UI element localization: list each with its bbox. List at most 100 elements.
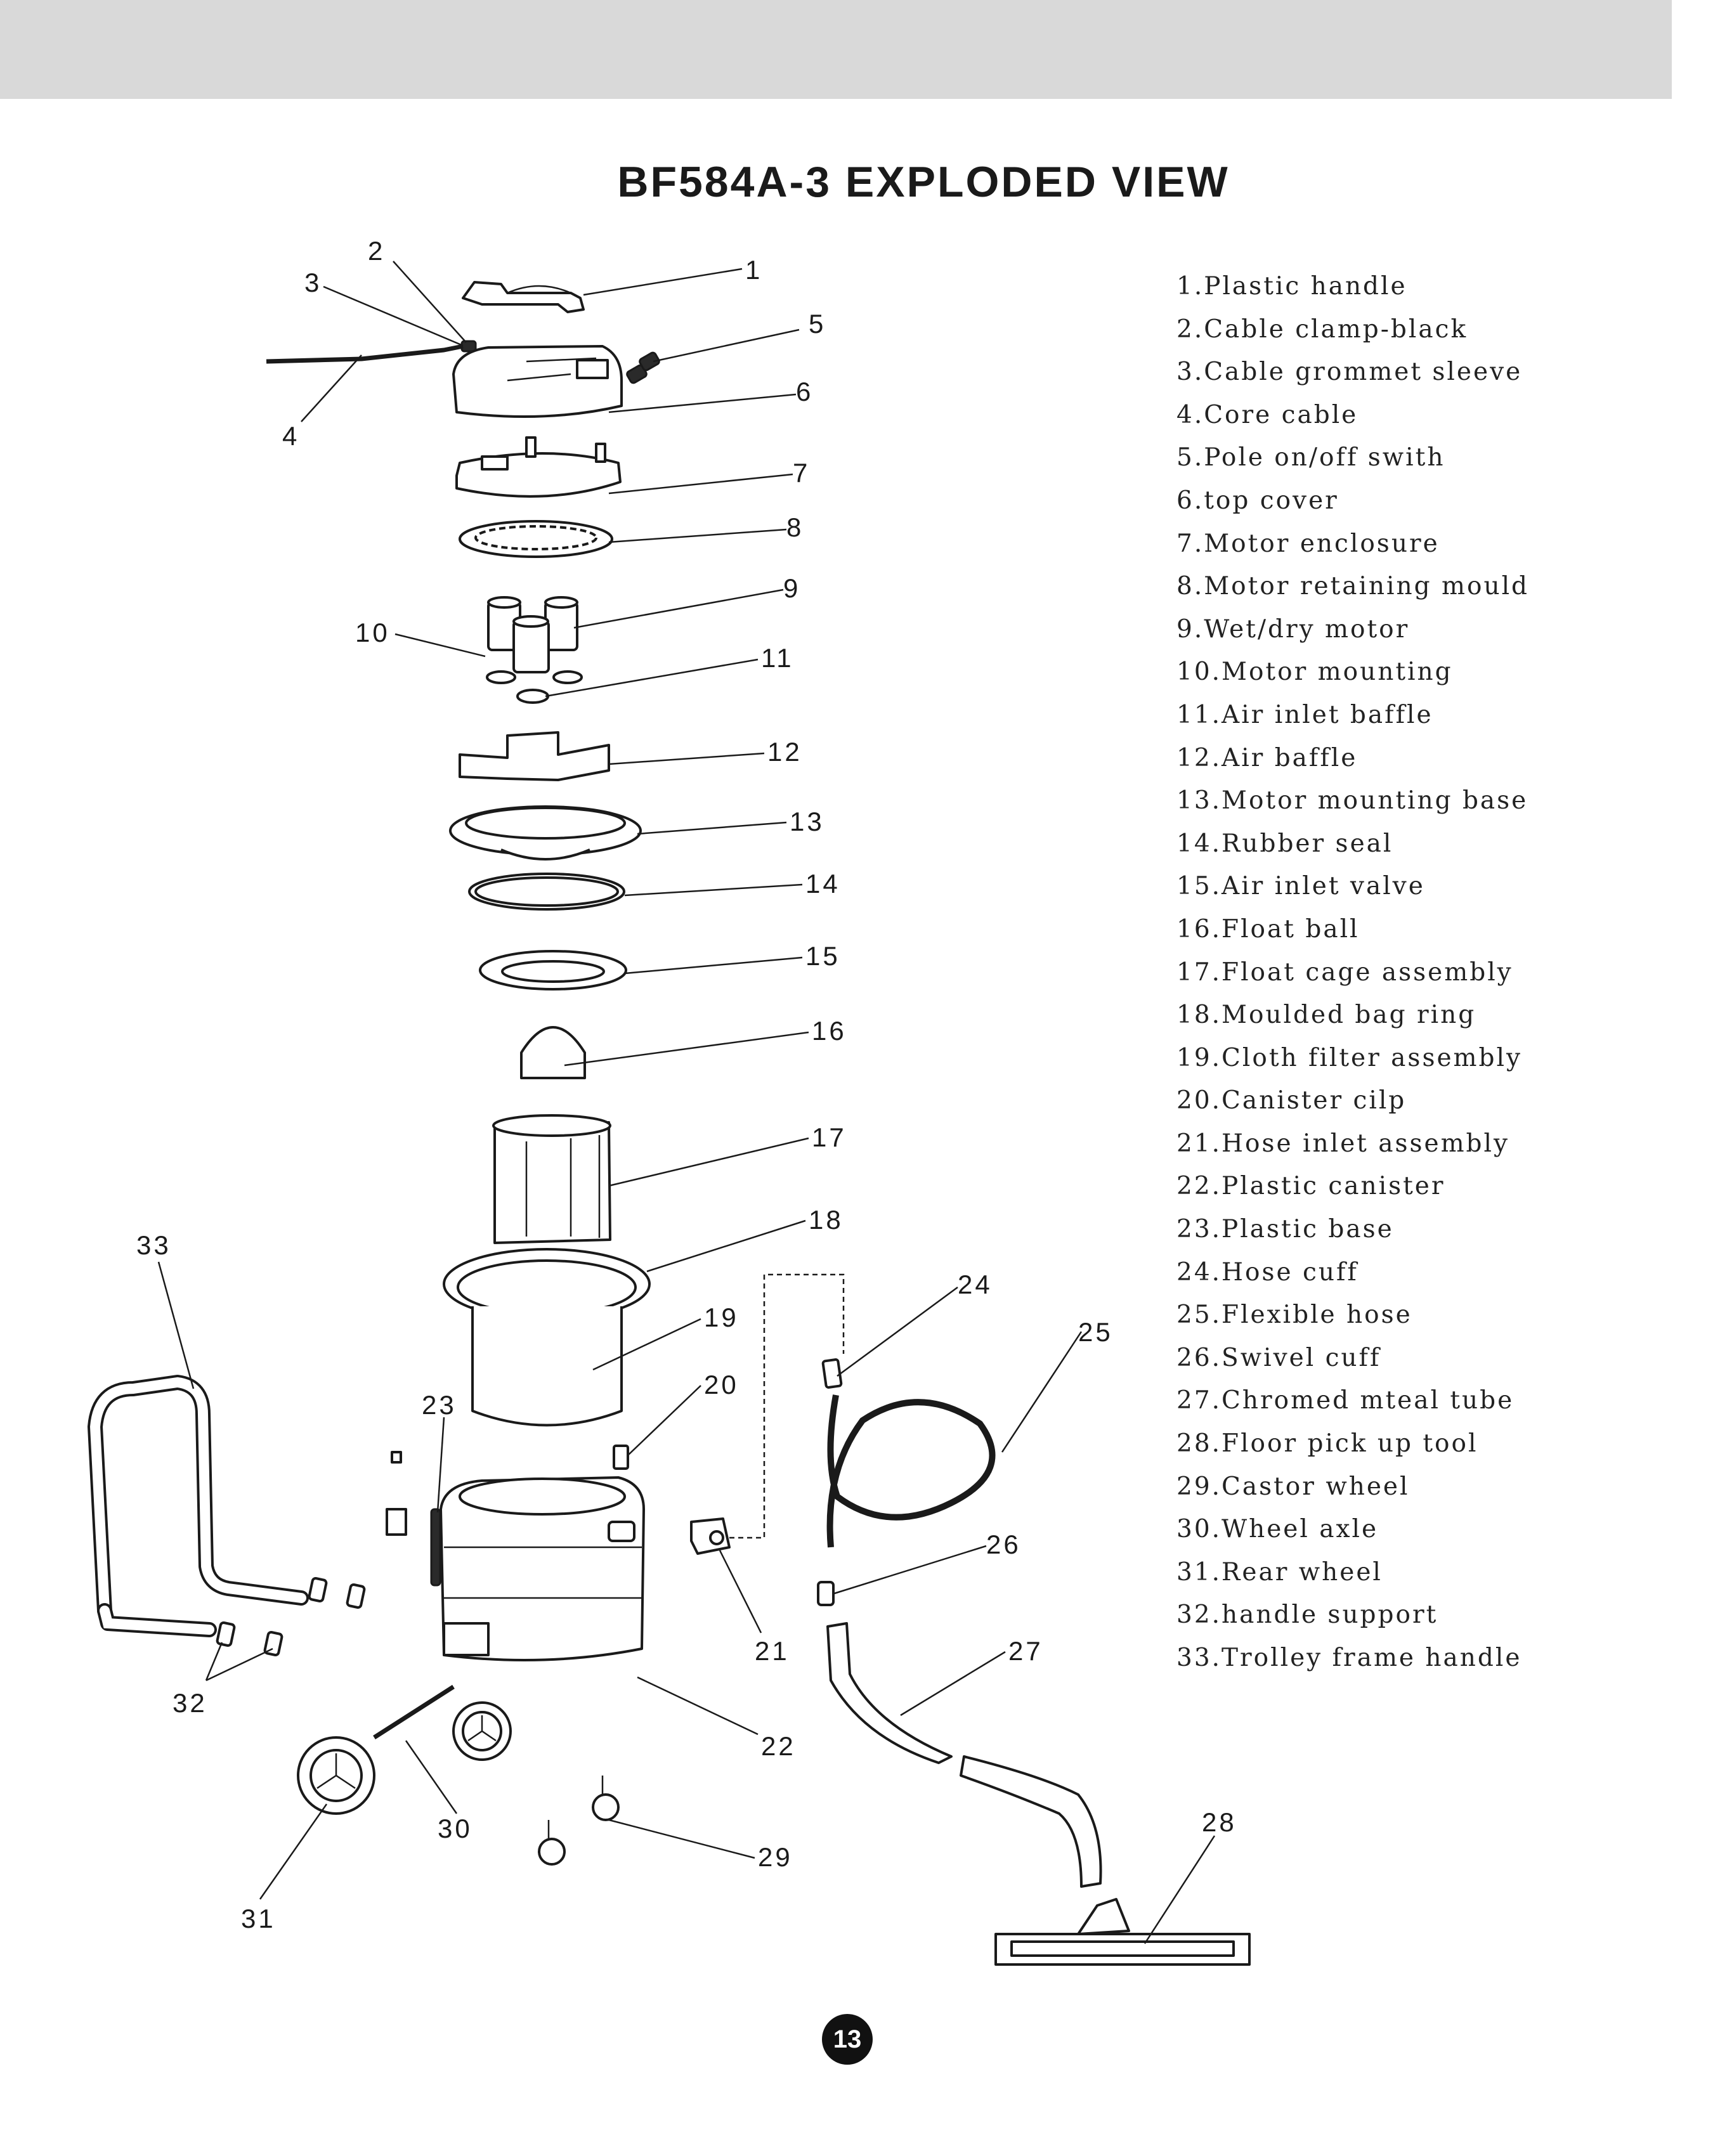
part-chromed-metal-tube <box>826 1622 1102 1888</box>
part-motor-enclosure <box>455 436 622 498</box>
callout-19: 19 <box>704 1302 739 1332</box>
legend-item: 27.Chromed mteal tube <box>1176 1386 1515 1415</box>
callout-17: 17 <box>812 1122 847 1152</box>
callout-25: 25 <box>1078 1317 1113 1347</box>
part-hose-cuff <box>821 1358 843 1389</box>
legend-item: 8.Motor retaining mould <box>1176 572 1530 601</box>
part-rear-wheel <box>297 1701 512 1815</box>
callout-32: 32 <box>173 1688 207 1718</box>
callout-20: 20 <box>704 1370 739 1399</box>
page-title: BF584A-3 EXPLODED VIEW <box>617 158 1230 206</box>
part-wet-dry-motor <box>487 596 578 673</box>
part-plastic-handle <box>462 281 585 313</box>
callout-6: 6 <box>796 377 813 406</box>
part-top-cover <box>452 345 623 419</box>
callout-13: 13 <box>790 807 824 836</box>
part-moulded-bag-ring <box>443 1248 651 1320</box>
legend-item: 32.handle support <box>1176 1601 1438 1630</box>
leader-lines <box>157 261 1216 1944</box>
callout-33: 33 <box>136 1230 171 1260</box>
legend-item: 13.Motor mounting base <box>1176 786 1528 815</box>
part-motor-retaining-mould <box>459 520 613 558</box>
part-canister-clip <box>613 1445 629 1470</box>
legend-item: 3.Cable grommet sleeve <box>1176 358 1523 387</box>
callout-28: 28 <box>1202 1807 1237 1837</box>
legend-item: 28.Floor pick up tool <box>1176 1429 1478 1458</box>
part-flexible-hose <box>826 1394 996 1548</box>
callout-26: 26 <box>986 1529 1021 1559</box>
part-air-inlet-baffle <box>516 689 549 704</box>
callout-18: 18 <box>809 1205 844 1235</box>
legend-item: 6.top cover <box>1176 486 1339 515</box>
callout-numbers: 1 2 3 4 5 6 7 8 9 10 11 12 13 14 15 16 1… <box>136 236 1237 1933</box>
legend-item: 2.Cable clamp-black <box>1176 315 1468 344</box>
callout-23: 23 <box>422 1390 457 1420</box>
legend-item: 24.Hose cuff <box>1176 1257 1358 1287</box>
legend-item: 23.Plastic base <box>1176 1215 1394 1244</box>
part-plastic-base <box>386 1451 441 1587</box>
part-core-cable <box>266 344 464 364</box>
callout-8: 8 <box>786 512 804 542</box>
callout-4: 4 <box>282 421 299 451</box>
legend-item: 25.Flexible hose <box>1176 1301 1412 1330</box>
part-on-off-switch <box>626 351 660 384</box>
legend-item: 21.Hose inlet assembly <box>1176 1129 1510 1158</box>
parts-legend: 1.Plastic handle 2.Cable clamp-black 3.C… <box>1176 265 1697 1680</box>
header-band <box>0 0 1672 99</box>
part-floor-pickup-tool <box>994 1898 1251 1966</box>
callout-21: 21 <box>755 1636 790 1666</box>
legend-item: 31.Rear wheel <box>1176 1557 1383 1587</box>
callout-12: 12 <box>767 737 802 767</box>
part-air-baffle <box>459 731 610 781</box>
legend-item: 5.Pole on/off swith <box>1176 443 1445 472</box>
legend-item: 17.Float cage assembly <box>1176 958 1513 987</box>
legend-item: 22.Plastic canister <box>1176 1172 1445 1201</box>
legend-item: 29.Castor wheel <box>1176 1472 1410 1501</box>
legend-item: 30.Wheel axle <box>1176 1515 1379 1544</box>
page-number-badge: 13 <box>822 2014 873 2065</box>
callout-14: 14 <box>805 869 840 899</box>
legend-item: 11.Air inlet baffle <box>1176 700 1433 729</box>
legend-item: 15.Air inlet valve <box>1176 872 1425 901</box>
part-motor-mounting-base <box>449 805 642 860</box>
part-float-cage <box>492 1114 611 1244</box>
callout-16: 16 <box>812 1016 847 1046</box>
legend-item: 12.Air baffle <box>1176 743 1358 772</box>
part-rubber-seal <box>468 873 625 911</box>
legend-item: 26.Swivel cuff <box>1176 1343 1381 1372</box>
callout-2: 2 <box>368 236 385 266</box>
callout-3: 3 <box>304 268 322 297</box>
callout-10: 10 <box>355 618 390 647</box>
legend-item: 14.Rubber seal <box>1176 829 1393 858</box>
callout-15: 15 <box>805 941 840 971</box>
callout-30: 30 <box>438 1814 472 1843</box>
legend-item: 33.Trolley frame handle <box>1176 1644 1522 1672</box>
callout-7: 7 <box>793 458 810 488</box>
callout-24: 24 <box>958 1270 993 1299</box>
part-motor-mounting <box>486 670 583 684</box>
callout-5: 5 <box>809 309 826 339</box>
part-air-inlet-valve <box>479 950 627 990</box>
callout-31: 31 <box>241 1904 276 1933</box>
legend-item: 1.Plastic handle <box>1176 272 1407 301</box>
part-plastic-canister <box>440 1476 645 1661</box>
part-wheel-axle <box>373 1685 455 1739</box>
legend-item: 9.Wet/dry motor <box>1176 614 1410 644</box>
callout-1: 1 <box>745 255 762 285</box>
part-trolley-frame-handle <box>88 1375 309 1637</box>
legend-item: 19.Cloth filter assembly <box>1176 1043 1522 1072</box>
legend-item: 7.Motor enclosure <box>1176 529 1440 558</box>
part-castor-wheel <box>538 1776 620 1866</box>
legend-item: 4.Core cable <box>1176 400 1358 429</box>
legend-item: 20.Canister cilp <box>1176 1086 1407 1115</box>
part-float-ball <box>520 1026 586 1079</box>
callout-22: 22 <box>761 1731 796 1761</box>
part-handle-support <box>216 1577 366 1656</box>
legend-item: 16.Float ball <box>1176 914 1360 944</box>
part-hose-inlet <box>690 1273 845 1555</box>
legend-item: 10.Motor mounting <box>1176 658 1453 687</box>
callout-9: 9 <box>783 573 800 603</box>
part-swivel-cuff <box>817 1581 835 1606</box>
legend-item: 18.Moulded bag ring <box>1176 1001 1476 1030</box>
